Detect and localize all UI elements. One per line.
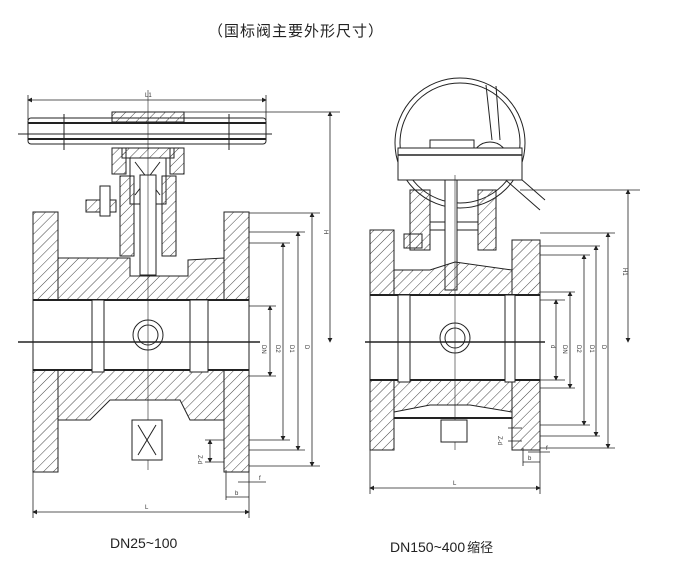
dim-label-H: H xyxy=(322,230,328,234)
dim-label-d: d xyxy=(549,345,555,348)
caption-text: DN150~400 xyxy=(390,539,466,555)
caption-text: DN25~100 xyxy=(110,535,178,551)
gearbox-neck xyxy=(403,179,497,291)
caption-small-valve: DN25~100 xyxy=(110,535,177,551)
valve-large: H1 d DN D2 D1 D Z-d f b L xyxy=(365,77,640,494)
stem-neck xyxy=(85,147,185,276)
caption-suffix: 缩径 xyxy=(467,541,494,556)
handle-lever xyxy=(18,111,272,150)
body-large xyxy=(365,175,545,451)
dim-label-D: D xyxy=(303,345,309,350)
dim-label-Zd-2: Z-d xyxy=(496,436,502,445)
dim-label-f-2: f xyxy=(546,446,548,452)
dim-label-b: b xyxy=(235,491,239,497)
dim-label-D1-2: D1 xyxy=(588,345,594,353)
dim-label-D-2: D xyxy=(600,345,606,350)
dim-label-D2: D2 xyxy=(274,345,280,353)
dim-label-D1: D1 xyxy=(288,345,294,353)
dim-label-H1: H1 xyxy=(621,268,627,276)
drawing-title: （国标阀主要外形尺寸） xyxy=(208,22,385,40)
dim-label-Zd: Z-d xyxy=(196,455,202,464)
dim-label-f: f xyxy=(259,476,261,482)
dim-label-DN: DN xyxy=(260,345,266,354)
dim-label-L: L xyxy=(145,505,149,511)
dimensions-left xyxy=(27,95,340,518)
dim-label-DN-2: DN xyxy=(561,345,567,354)
dim-label-b-2: b xyxy=(528,456,532,462)
dim-label-L1: L1 xyxy=(145,93,152,99)
body xyxy=(18,90,260,473)
handwheel xyxy=(394,77,546,211)
dim-label-L-2: L xyxy=(453,481,457,487)
dim-label-D2-2: D2 xyxy=(575,345,581,353)
dimensions-right xyxy=(369,189,640,494)
valve-small: L1 H DN D2 D1 D Z-d f b L xyxy=(18,90,340,518)
